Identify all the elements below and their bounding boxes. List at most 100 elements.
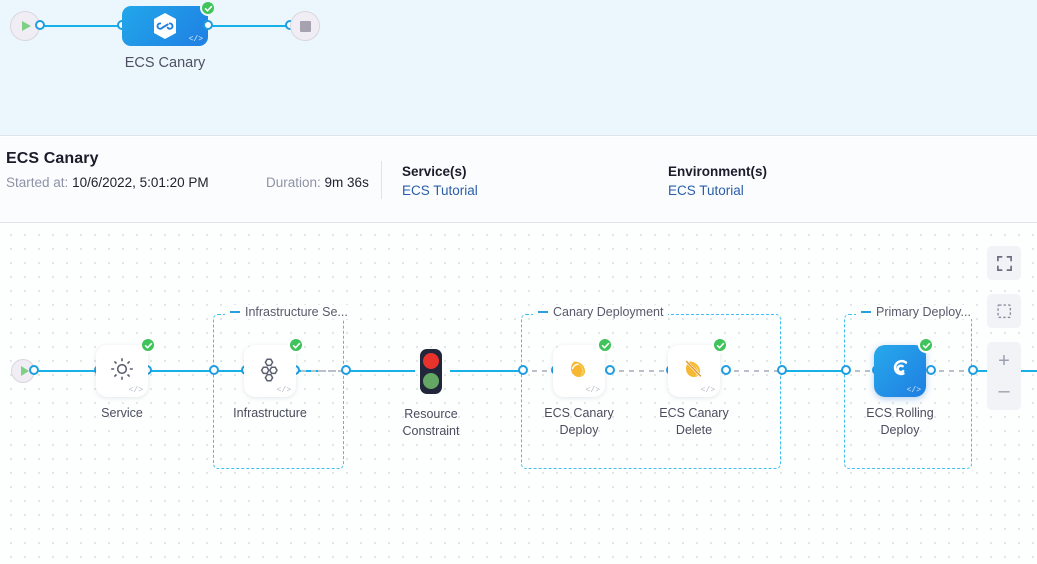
connector-service-infra — [147, 370, 319, 372]
traffic-light-icon — [420, 349, 442, 394]
node-label-line2: Delete — [675, 423, 713, 437]
stop-icon — [299, 20, 311, 32]
connector-resource-to-canary — [450, 370, 524, 372]
node-label-line2: Constraint — [402, 424, 460, 438]
node-label-line2: Deploy — [880, 423, 920, 437]
node-card[interactable]: </> — [553, 337, 613, 397]
environments-block: Environment(s) ECS Tutorial — [668, 164, 767, 198]
status-badge-success — [918, 337, 934, 353]
connector-to-resource-constraint — [345, 370, 415, 372]
code-glyph-icon: </> — [276, 386, 291, 395]
duration-value: 9m 36s — [324, 175, 369, 190]
environments-header: Environment(s) — [668, 164, 768, 179]
hexagon-cluster-icon — [256, 355, 284, 388]
connector-canary-group-in — [522, 370, 554, 372]
minimap-port-1[interactable] — [35, 20, 45, 30]
play-icon — [20, 366, 29, 376]
port-infra-group-out[interactable] — [341, 365, 351, 375]
code-glyph-icon: </> — [700, 386, 715, 395]
port-canary-deploy-out[interactable] — [605, 365, 615, 375]
port-canary-group-out[interactable] — [777, 365, 787, 375]
connector-primary-group-in — [845, 370, 875, 372]
node-infrastructure[interactable]: </> Infrastructure — [233, 337, 307, 420]
zoom-out-button[interactable]: – — [998, 380, 1010, 402]
node-label: ECS Rolling Deploy — [850, 405, 950, 439]
play-icon — [22, 21, 31, 31]
connector-infra-out — [291, 370, 346, 372]
collapse-icon[interactable] — [538, 311, 548, 313]
started-at-row: Started at: 10/6/2022, 5:01:20 PM — [6, 175, 209, 190]
execution-info-bar: ECS Canary Started at: 10/6/2022, 5:01:2… — [0, 137, 1037, 223]
minimap-connector-1 — [40, 25, 122, 27]
zoom-in-button[interactable]: + — [998, 350, 1010, 372]
minimap-connector-2 — [208, 25, 290, 27]
node-service[interactable]: </> Service — [96, 337, 156, 420]
check-icon — [204, 5, 212, 12]
node-label: ECS Canary Delete — [644, 405, 744, 439]
status-badge-success — [597, 337, 613, 353]
connector-primary-out — [929, 370, 973, 372]
collapse-icon[interactable] — [230, 311, 240, 313]
pipeline-graph-canvas[interactable]: Infrastructure Se... Canary Deployment P… — [0, 224, 1037, 564]
group-label-text: Primary Deploy... — [876, 305, 971, 319]
node-label-line1: ECS Canary — [659, 406, 729, 420]
zoom-controls[interactable]: + – — [987, 342, 1021, 410]
gear-icon — [108, 355, 136, 388]
group-label-text: Infrastructure Se... — [245, 305, 348, 319]
code-glyph-icon: </> — [585, 386, 600, 395]
check-icon — [601, 342, 609, 349]
traffic-lamp-red — [423, 353, 439, 369]
started-at-value: 10/6/2022, 5:01:20 PM — [72, 175, 209, 190]
minimap-stage-ecs-canary[interactable]: </> — [122, 6, 208, 46]
traffic-lamp-green — [423, 373, 439, 389]
node-ecs-canary-deploy[interactable]: </> ECS Canary Deploy — [544, 337, 614, 437]
minimap-stage-label: ECS Canary — [124, 55, 206, 71]
node-card[interactable]: </> — [874, 337, 934, 397]
node-card[interactable]: </> — [668, 337, 728, 397]
group-canary-deployment[interactable]: Canary Deployment — [521, 305, 781, 469]
group-label-infrastructure[interactable]: Infrastructure Se... — [225, 305, 353, 319]
duration-row: Duration: 9m 36s — [266, 175, 369, 190]
node-ecs-canary-delete[interactable]: </> ECS Canary Delete — [659, 337, 729, 437]
status-badge-success — [140, 337, 156, 353]
port-primary-group-in[interactable] — [841, 365, 851, 375]
node-label-line1: ECS Rolling — [866, 406, 934, 420]
node-resource-constraint[interactable]: Resource Constraint — [403, 349, 459, 438]
node-label: ECS Canary Deploy — [529, 405, 629, 439]
collapse-icon[interactable] — [861, 311, 871, 313]
minimap-end-node[interactable] — [290, 11, 320, 41]
connector-delete-out — [724, 370, 782, 372]
node-card[interactable]: </> — [96, 337, 156, 397]
port-primary-out[interactable] — [926, 365, 936, 375]
connector-start-service — [33, 370, 101, 372]
services-link[interactable]: ECS Tutorial — [402, 183, 478, 198]
group-label-text: Canary Deployment — [553, 305, 664, 319]
services-header: Service(s) — [402, 164, 467, 179]
fit-to-screen-button[interactable] — [987, 246, 1021, 280]
port-primary-group-out[interactable] — [968, 365, 978, 375]
node-label-line1: Resource — [404, 407, 458, 421]
group-label-canary[interactable]: Canary Deployment — [533, 305, 669, 319]
check-icon — [144, 342, 152, 349]
harness-hexagon-icon — [152, 12, 178, 40]
code-glyph-icon: </> — [906, 386, 921, 395]
check-icon — [292, 342, 300, 349]
port-start-out[interactable] — [29, 365, 39, 375]
node-card[interactable]: </> — [244, 337, 304, 397]
port-infra-group-in[interactable] — [209, 365, 219, 375]
group-label-primary[interactable]: Primary Deploy... — [856, 305, 976, 319]
group-infrastructure-section[interactable]: Infrastructure Se... — [213, 305, 353, 469]
environments-link[interactable]: ECS Tutorial — [668, 183, 744, 198]
code-glyph-icon: </> — [188, 35, 203, 44]
port-canary-group-in[interactable] — [518, 365, 528, 375]
marquee-select-button[interactable] — [987, 294, 1021, 328]
port-canary-delete-out[interactable] — [721, 365, 731, 375]
node-label: Resource Constraint — [381, 406, 481, 440]
canary-bird-delete-icon — [680, 355, 708, 388]
check-icon — [716, 342, 724, 349]
minimap-port-3[interactable] — [203, 20, 213, 30]
group-primary-deployment[interactable]: Primary Deploy... — [844, 305, 976, 469]
node-ecs-rolling-deploy[interactable]: </> ECS Rolling Deploy — [866, 337, 934, 437]
pipeline-minimap-band: </> ECS Canary — [0, 0, 1037, 136]
